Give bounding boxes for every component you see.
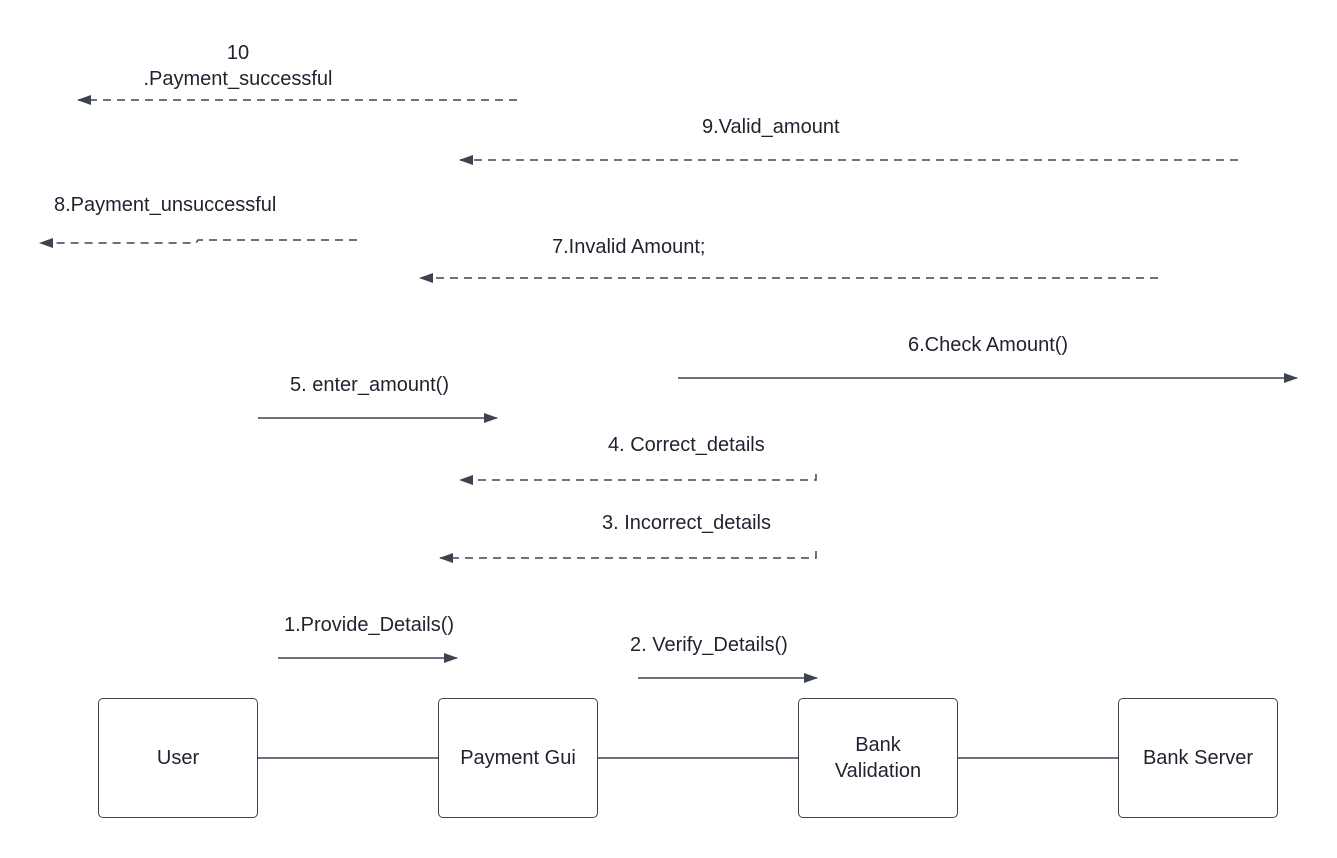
message-4-arrow [459, 474, 817, 485]
object-bank-server-label: Bank Server [1142, 747, 1254, 769]
message-1-label: 1.Provide_Details() [284, 614, 455, 636]
message-7-label: 7.Invalid Amount; [552, 236, 706, 258]
message-5-label: 5. enter_amount() [290, 374, 449, 396]
message-10-label: 10 .Payment_successful [143, 42, 333, 90]
object-bank-validation-label: Bank Validation [834, 734, 922, 782]
message-8-label: 8.Payment_unsuccessful [54, 194, 277, 216]
message-9-label: 9.Valid_amount [702, 116, 840, 138]
message-8-arrow [39, 238, 357, 248]
message-4-label: 4. Correct_details [608, 434, 765, 456]
object-bank-validation[interactable]: Bank Validation [798, 698, 958, 818]
object-bank-server[interactable]: Bank Server [1118, 698, 1278, 818]
object-payment-gui[interactable]: Payment Gui [438, 698, 598, 818]
object-user-label: User [156, 747, 200, 769]
object-payment-gui-label: Payment Gui [460, 747, 576, 769]
message-3-label: 3. Incorrect_details [602, 512, 771, 534]
object-user[interactable]: User [98, 698, 258, 818]
message-6-label: 6.Check Amount() [908, 334, 1069, 356]
message-2-label: 2. Verify_Details() [630, 634, 788, 656]
message-3-arrow [439, 551, 817, 563]
